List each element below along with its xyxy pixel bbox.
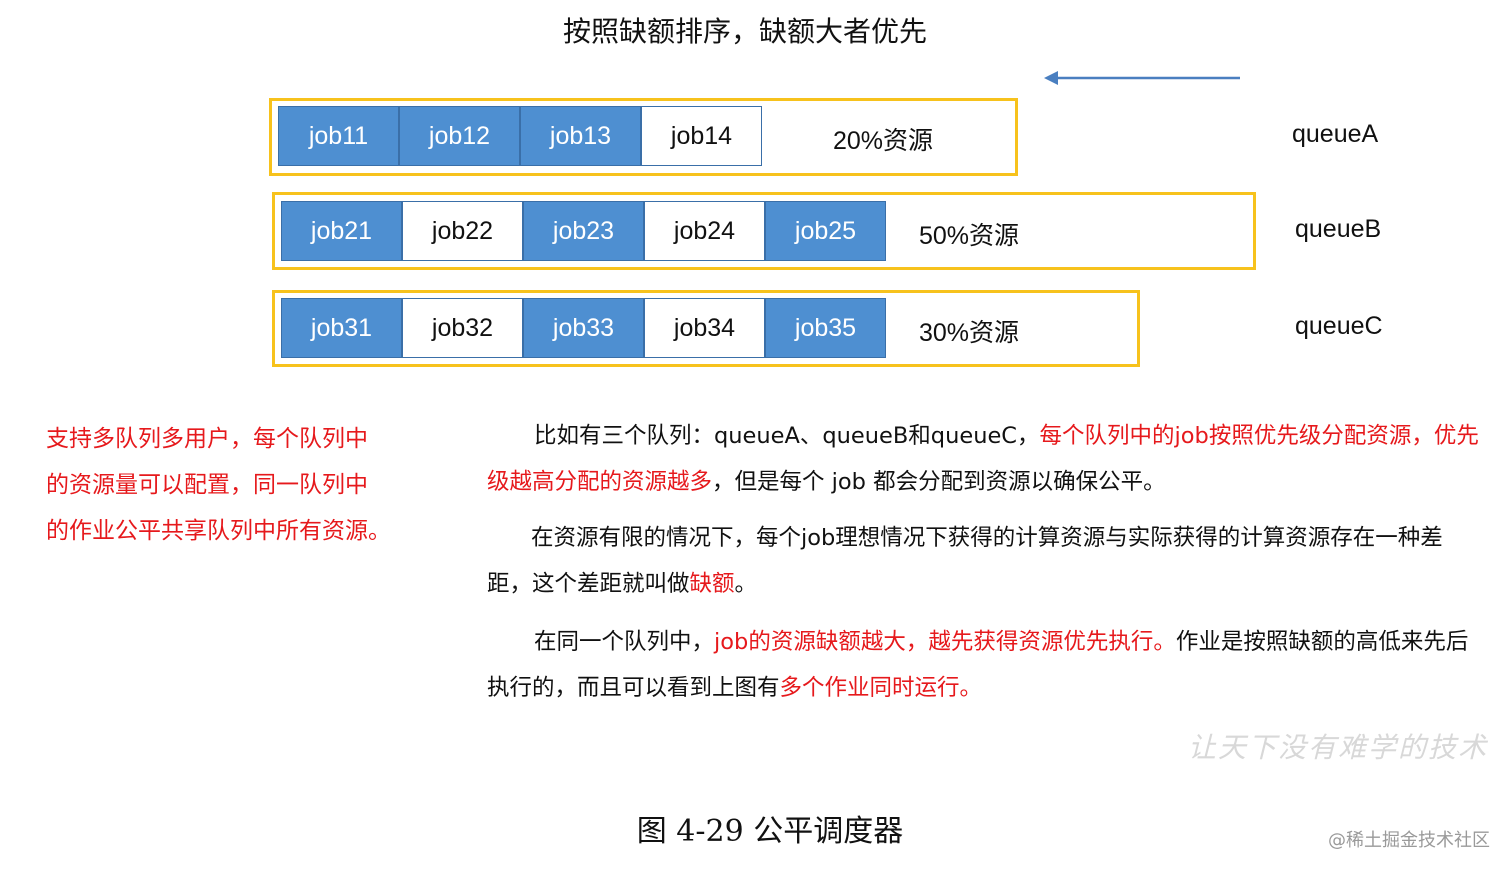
- paragraph-2: 在资源有限的情况下，每个job理想情况下获得的计算资源与实际获得的计算资源存在一…: [487, 515, 1487, 607]
- queue-c-box: [272, 290, 1140, 367]
- job-cell: job13: [520, 106, 641, 166]
- job-cell: job23: [523, 201, 644, 261]
- left-arrow-icon: [1044, 71, 1240, 85]
- paragraph-3-highlight: 多个作业同时运行。: [779, 675, 983, 701]
- paragraph-2-text: 在资源有限的情况下，每个job理想情况下获得的计算资源与实际获得的计算资源存在一…: [487, 525, 1443, 597]
- paragraph-3-text: 在同一个队列中，: [534, 629, 715, 655]
- job-cell: job14: [641, 106, 762, 166]
- watermark: 让天下没有难学的技术: [1187, 731, 1488, 764]
- left-note-line: 支持多队列多用户，每个队列中: [46, 426, 368, 452]
- paragraph-1-text: ，但是每个 job 都会分配到资源以确保公平。: [712, 469, 1166, 495]
- job-cell: job11: [278, 106, 399, 166]
- job-cell: job31: [281, 298, 402, 358]
- paragraph-1: 比如有三个队列：queueA、queueB和queueC，每个队列中的job按照…: [487, 413, 1487, 505]
- queue-a-box: [269, 98, 1018, 176]
- job-cell: job34: [644, 298, 765, 358]
- job-cell: job25: [765, 201, 886, 261]
- job-cell: job12: [399, 106, 520, 166]
- job-cell: job32: [402, 298, 523, 358]
- left-note: 支持多队列多用户，每个队列中 的资源量可以配置，同一队列中 的作业公平共享队列中…: [46, 416, 446, 554]
- source-credit: @稀土掘金技术社区: [1328, 830, 1490, 851]
- job-cell: job35: [765, 298, 886, 358]
- queue-c-name: queueC: [1295, 312, 1383, 340]
- job-cell: job22: [402, 201, 523, 261]
- job-cell: job21: [281, 201, 402, 261]
- job-cell: job24: [644, 201, 765, 261]
- paragraph-3: 在同一个队列中，job的资源缺额越大，越先获得资源优先执行。作业是按照缺额的高低…: [487, 619, 1487, 711]
- queue-a-share: 20%资源: [833, 127, 934, 155]
- paragraph-2-highlight: 缺额: [689, 571, 735, 597]
- paragraph-3-text: 作业是按照缺额的高低来先后执行的，而且可以看到上图有: [487, 629, 1469, 701]
- paragraph-1-highlight: 每个队列中的job按照优先级分配资源，优先级越高分配的资源越多: [487, 423, 1479, 495]
- job-cell: job33: [523, 298, 644, 358]
- queue-b-box: [272, 192, 1256, 270]
- diagram-title: 按照缺额排序，缺额大者优先: [562, 15, 927, 48]
- queue-c-share: 30%资源: [919, 319, 1020, 347]
- left-note-line: 的作业公平共享队列中所有资源。: [46, 518, 391, 544]
- left-note-line: 的资源量可以配置，同一队列中: [46, 472, 368, 498]
- queue-a-name: queueA: [1292, 120, 1379, 148]
- paragraph-3-highlight: job的资源缺额越大，越先获得资源优先执行。: [714, 629, 1176, 655]
- paragraph-1-text: 比如有三个队列：queueA、queueB和queueC，: [534, 423, 1040, 449]
- queue-b-share: 50%资源: [919, 222, 1020, 250]
- figure-caption: 图 4-29 公平调度器: [636, 814, 904, 849]
- paragraph-2-text: 。: [734, 571, 758, 597]
- queue-b-name: queueB: [1295, 215, 1382, 243]
